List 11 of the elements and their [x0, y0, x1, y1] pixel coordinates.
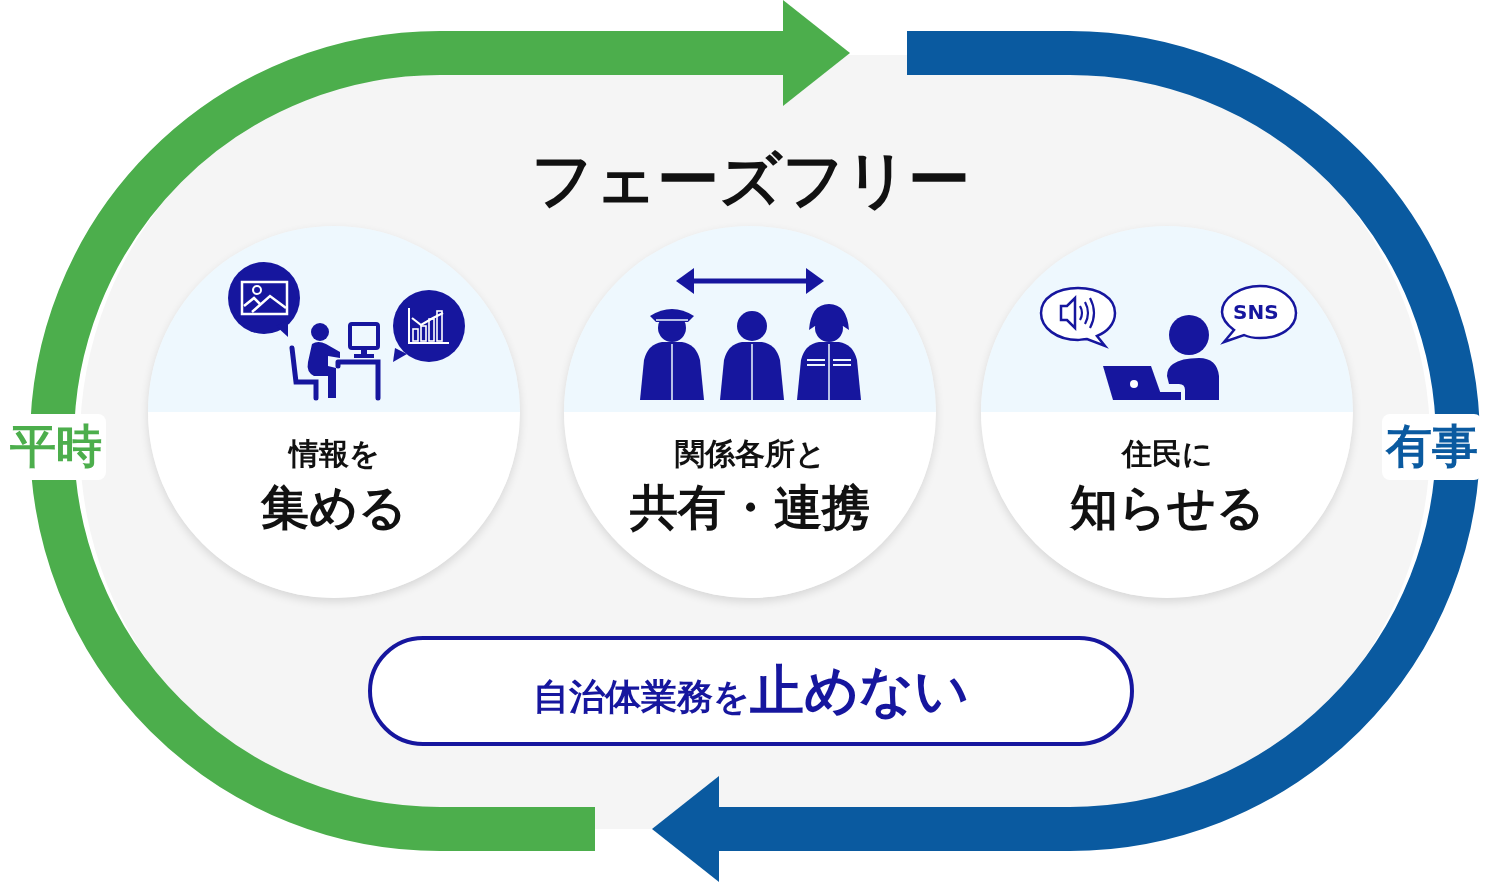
heading: 知らせる	[1068, 478, 1266, 537]
sns-text: SNS	[1233, 300, 1279, 324]
subheading: 住民に	[1120, 435, 1214, 473]
subheading: 関係各所と	[673, 435, 827, 473]
heading: 共有・連携	[629, 478, 871, 537]
heading: 集める	[259, 478, 408, 537]
phase-label: 有事	[1382, 414, 1482, 480]
subheading: 情報を	[287, 435, 381, 473]
title: フェーズフリー	[529, 142, 971, 218]
motto-text: 自治体業務を	[533, 674, 750, 719]
motto-text: 止めない	[750, 657, 969, 724]
